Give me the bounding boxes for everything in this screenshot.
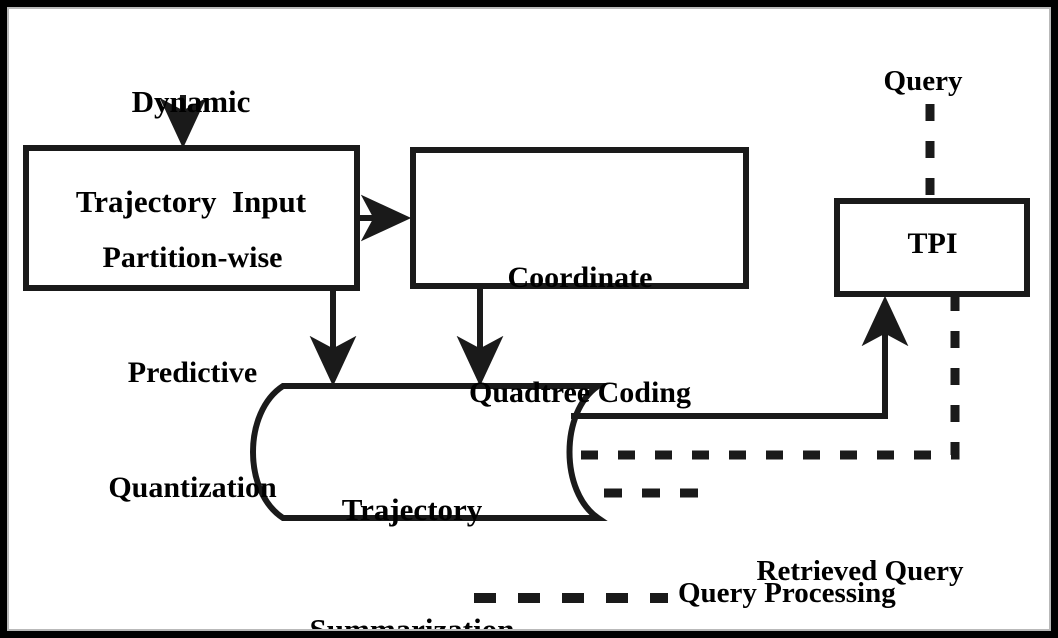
node-label-line2: Predictive [127, 355, 258, 389]
node-label-line1: Trajectory [341, 491, 483, 527]
node-label-line2: Quadtree Coding [469, 375, 691, 409]
legend-label-query-processing: Query Processing [678, 577, 896, 609]
node-label-line3: Quantization [108, 471, 277, 505]
query-label: Query [883, 65, 963, 97]
node-tpi [834, 198, 1030, 297]
input-label-line1: Dynamic [131, 83, 251, 119]
node-label-line1: Coordinate [507, 260, 653, 294]
inner-border [7, 7, 1051, 631]
edge-tpi-to-summarization [566, 294, 960, 460]
node-partition-wise-predictive-quantization [23, 145, 360, 291]
edge-summarization-to-tpi [571, 295, 909, 419]
node-label-partition-wise-predictive-quantization: Partition-wise Predictive Quantization [30, 162, 355, 584]
input-label: Dynamic Trajectory Input [26, 18, 356, 286]
node-label-tpi: TPI [907, 227, 958, 260]
legend-label-line1: Retrieved Query [756, 555, 964, 588]
legend-label-retrieved-query-result: Retrieved Query Result [700, 474, 1020, 638]
node-label-coordinate-quadtree-coding: Coordinate Quadtree Coding [416, 182, 744, 489]
node-label-line1: Partition-wise [102, 240, 283, 274]
node-coordinate-quadtree-coding [410, 147, 749, 289]
input-label-line2: Trajectory Input [75, 184, 307, 220]
